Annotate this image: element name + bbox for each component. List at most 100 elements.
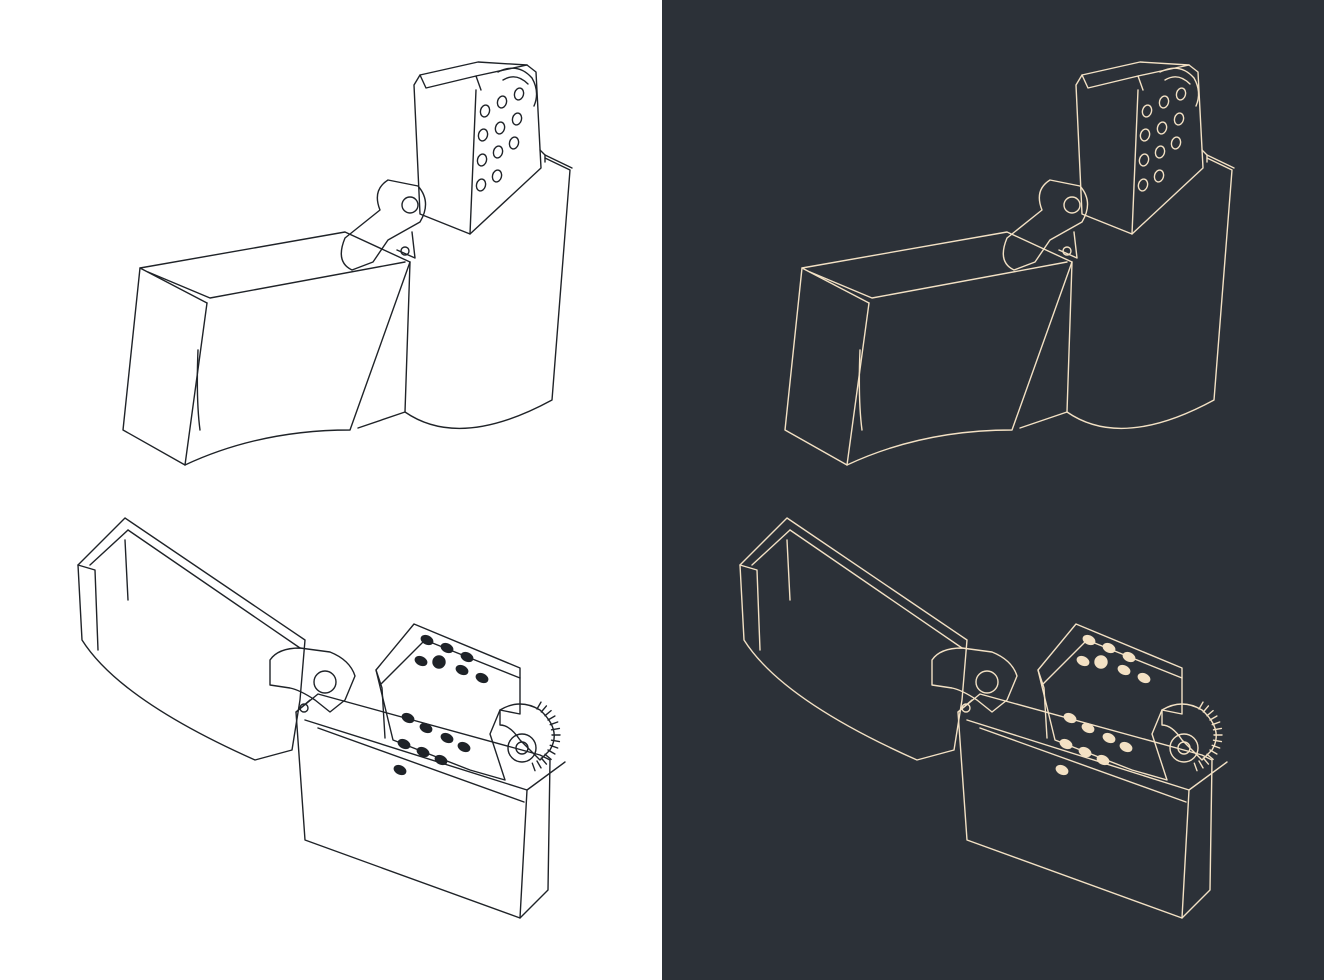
chimney-hole bbox=[1082, 634, 1096, 646]
case-bottom-edge bbox=[357, 411, 406, 429]
wheel-axle bbox=[1177, 741, 1191, 755]
cam-rivet bbox=[401, 196, 419, 214]
chimney-hole bbox=[434, 754, 448, 766]
front-chimney-edge bbox=[375, 669, 386, 739]
lid-corner-edge bbox=[184, 302, 208, 466]
front-lid-rim bbox=[751, 529, 791, 566]
chimney-hole bbox=[416, 746, 430, 758]
hinge-cam bbox=[1002, 179, 1089, 271]
wheel-knurl bbox=[544, 753, 552, 761]
front-case-body bbox=[957, 693, 1213, 919]
center-pin bbox=[432, 655, 446, 669]
chimney-edge bbox=[1131, 89, 1139, 235]
lid-rim-edge bbox=[801, 267, 870, 304]
lid-outline bbox=[784, 231, 1073, 466]
wheel-knurl bbox=[1211, 721, 1221, 726]
chimney-top-fold bbox=[1081, 74, 1144, 91]
front-lid-rim bbox=[89, 529, 129, 566]
wheel-knurl bbox=[1206, 709, 1214, 717]
wheel-knurl bbox=[550, 739, 561, 743]
chimney-hole bbox=[1137, 672, 1151, 684]
chimney-hole bbox=[455, 664, 469, 676]
chimney-hole bbox=[1081, 722, 1095, 734]
chimney-hole bbox=[1154, 145, 1166, 159]
chimney-hole bbox=[494, 121, 506, 135]
front-lid-fold bbox=[124, 539, 129, 601]
front-case-rim-inner bbox=[979, 727, 1187, 803]
chimney-hole bbox=[1119, 741, 1133, 753]
chimney-hole bbox=[1170, 136, 1182, 150]
front-lid-outline bbox=[77, 517, 306, 761]
front-hinge-cam bbox=[269, 647, 356, 713]
wheel-knurl bbox=[1212, 739, 1223, 743]
chimney-hole bbox=[475, 178, 487, 192]
chimney-hole bbox=[1137, 178, 1149, 192]
lid-rim-edge bbox=[139, 267, 208, 304]
flint-wheel bbox=[1161, 703, 1217, 761]
chimney-hole bbox=[476, 153, 488, 167]
chimney-hole bbox=[1055, 764, 1069, 776]
chimney-top-fold bbox=[419, 74, 482, 91]
dark-lighter-drawing bbox=[662, 0, 1324, 980]
case-body bbox=[404, 157, 571, 430]
chimney-hole bbox=[496, 95, 508, 109]
chimney-hole bbox=[477, 128, 489, 142]
chimney-hole bbox=[1078, 746, 1092, 758]
lid-highlight bbox=[196, 349, 201, 431]
front-hinge-link bbox=[295, 699, 311, 713]
chimney-hole bbox=[479, 104, 491, 118]
chimney-hole bbox=[1153, 169, 1165, 183]
front-hinge-cam bbox=[931, 647, 1018, 713]
hinge-pin bbox=[1062, 246, 1072, 256]
wheel-knurl bbox=[1211, 744, 1221, 749]
hinge-pin-detail bbox=[1058, 231, 1078, 259]
wheel-knurl bbox=[1202, 757, 1210, 765]
chimney-hole bbox=[513, 87, 525, 101]
flint-wheel bbox=[499, 703, 555, 761]
chimney-hole bbox=[475, 672, 489, 684]
front-hinge-link bbox=[957, 699, 973, 713]
chimney-hole bbox=[492, 145, 504, 159]
chimney-hole bbox=[1102, 732, 1116, 744]
chimney-hole bbox=[1059, 738, 1073, 750]
wheel-knurl bbox=[1212, 727, 1223, 731]
case-body bbox=[1066, 157, 1233, 430]
front-lid-side bbox=[739, 564, 761, 651]
front-lid-outline bbox=[739, 517, 968, 761]
cam-rivet bbox=[1063, 196, 1081, 214]
chimney-hole bbox=[1138, 153, 1150, 167]
front-chimney bbox=[375, 623, 521, 781]
chimney-hole bbox=[1063, 712, 1077, 724]
front-lid-inner-edge bbox=[789, 529, 963, 649]
chimney-hole bbox=[1102, 642, 1116, 654]
wheel-knurl bbox=[549, 744, 559, 749]
case-top-rim bbox=[544, 154, 573, 169]
wheel-knurl bbox=[549, 721, 559, 726]
case-rim-corner bbox=[539, 149, 546, 163]
front-open-view bbox=[77, 517, 566, 919]
front-cam-rivet bbox=[975, 670, 999, 694]
wheel-knurl bbox=[544, 709, 552, 717]
chimney-hole bbox=[491, 169, 503, 183]
front-hinge-pin bbox=[299, 703, 309, 713]
front-case-body bbox=[295, 693, 551, 919]
flint-wheel bbox=[497, 67, 538, 107]
light-lighter-drawing bbox=[77, 61, 573, 919]
flint-wheel bbox=[1159, 67, 1200, 107]
lid-corner-edge bbox=[846, 302, 870, 466]
case-top-rim bbox=[1206, 154, 1235, 169]
side-open-view bbox=[784, 61, 1235, 466]
chimney-hole bbox=[460, 651, 474, 663]
chimney-hole bbox=[1139, 128, 1151, 142]
chimney-hole bbox=[440, 732, 454, 744]
case-rim-corner bbox=[1201, 149, 1208, 163]
flint-wheel-inner bbox=[502, 76, 529, 85]
chimney-hole bbox=[1156, 121, 1168, 135]
chimney-hole bbox=[1117, 664, 1131, 676]
chimney bbox=[413, 61, 542, 235]
wheel-hub bbox=[1169, 733, 1199, 763]
front-case-corner bbox=[519, 789, 528, 919]
front-chimney-edge bbox=[1037, 669, 1048, 739]
chimney-edge bbox=[469, 89, 477, 235]
